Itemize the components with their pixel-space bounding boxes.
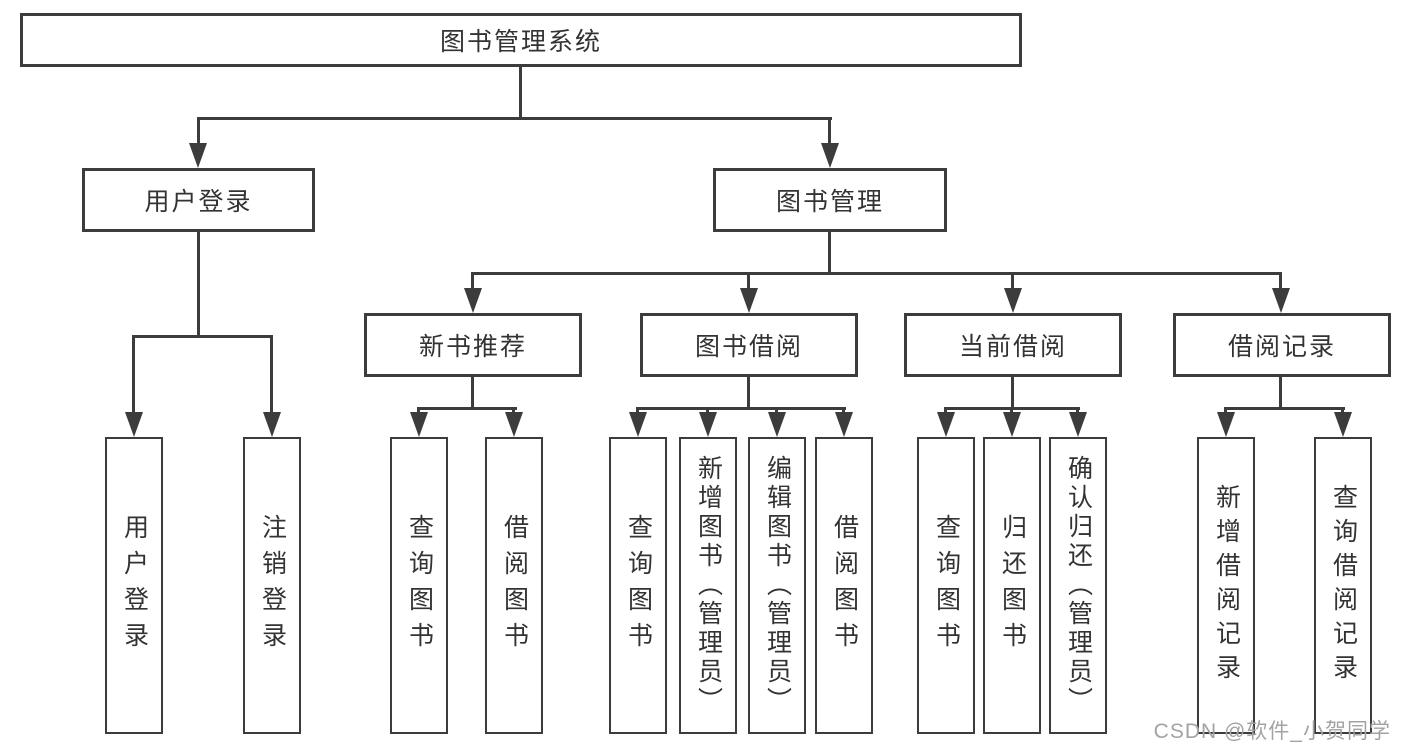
node-logout-action-label: 注销登录	[258, 513, 287, 658]
connector-line	[197, 117, 832, 120]
node-current-borrow: 当前借阅	[904, 313, 1122, 377]
arrow-down-icon	[1272, 288, 1290, 313]
node-root-label: 图书管理系统	[439, 28, 602, 56]
node-br-query-record: 查询借阅记录	[1314, 437, 1372, 734]
connector-line	[706, 407, 709, 416]
connector-line	[1011, 377, 1014, 410]
connector-line	[1341, 407, 1344, 416]
arrow-down-icon	[263, 412, 281, 437]
node-br-add-record: 新增借阅记录	[1197, 437, 1255, 734]
node-user-login-label: 用户登录	[144, 188, 253, 216]
node-cb-return-books-label: 归还图书	[998, 513, 1027, 658]
connector-line	[775, 407, 778, 416]
connector-line	[270, 335, 273, 415]
arrow-down-icon	[937, 412, 955, 437]
node-cb-query-books: 查询图书	[917, 437, 975, 734]
arrow-down-icon	[505, 412, 523, 437]
connector-line	[519, 67, 522, 119]
connector-line	[417, 407, 517, 410]
node-bb-query-books-label: 查询图书	[624, 513, 653, 658]
node-borrow-records: 借阅记录	[1173, 313, 1391, 377]
node-bb-edit-books-admin-label: 编辑图书（管理员）	[763, 455, 792, 716]
arrow-down-icon	[740, 288, 758, 313]
connector-line	[636, 407, 846, 410]
node-bb-borrow-books: 借阅图书	[815, 437, 873, 734]
node-nbr-borrow-books-label: 借阅图书	[500, 513, 529, 658]
node-new-book-recommend-label: 新书推荐	[418, 333, 527, 361]
connector-line	[197, 117, 200, 147]
connector-line	[471, 377, 474, 410]
connector-line	[471, 272, 474, 290]
arrow-down-icon	[410, 412, 428, 437]
node-bb-add-books-admin-label: 新增图书（管理员）	[694, 455, 723, 716]
node-bb-borrow-books-label: 借阅图书	[830, 513, 859, 658]
arrow-down-icon	[189, 143, 207, 168]
node-bb-query-books: 查询图书	[609, 437, 667, 734]
node-book-management-label: 图书管理	[775, 188, 884, 216]
node-bb-add-books-admin: 新增图书（管理员）	[679, 437, 737, 734]
node-cb-return-books: 归还图书	[983, 437, 1041, 734]
arrow-down-icon	[821, 143, 839, 168]
node-bb-edit-books-admin: 编辑图书（管理员）	[748, 437, 806, 734]
arrow-down-icon	[125, 412, 143, 437]
node-cb-confirm-return-admin: 确认归还（管理员）	[1049, 437, 1107, 734]
connector-line	[747, 377, 750, 410]
arrow-down-icon	[1217, 412, 1235, 437]
connector-line	[132, 335, 273, 338]
node-root: 图书管理系统	[20, 13, 1022, 67]
connector-line	[842, 407, 845, 416]
connector-line	[1010, 407, 1013, 416]
node-book-management: 图书管理	[713, 168, 947, 232]
arrow-down-icon	[1334, 412, 1352, 437]
connector-line	[636, 407, 639, 416]
arrow-down-icon	[835, 412, 853, 437]
connector-line	[197, 232, 200, 337]
node-nbr-borrow-books: 借阅图书	[485, 437, 543, 734]
node-borrow-records-label: 借阅记录	[1227, 333, 1336, 361]
node-current-borrow-label: 当前借阅	[958, 333, 1067, 361]
node-book-borrow-label: 图书借阅	[694, 333, 803, 361]
node-logout-action: 注销登录	[243, 437, 301, 734]
node-br-query-record-label: 查询借阅记录	[1329, 483, 1358, 688]
node-user-login-action-label: 用户登录	[120, 513, 149, 658]
arrow-down-icon	[1069, 412, 1087, 437]
node-new-book-recommend: 新书推荐	[364, 313, 582, 377]
connector-line	[1279, 272, 1282, 290]
connector-line	[828, 117, 831, 147]
node-br-add-record-label: 新增借阅记录	[1212, 483, 1241, 688]
connector-line	[828, 232, 831, 275]
connector-line	[1224, 407, 1227, 416]
arrow-down-icon	[1004, 288, 1022, 313]
connector-line	[944, 407, 947, 416]
connector-line	[1224, 407, 1345, 410]
connector-line	[132, 335, 135, 415]
node-user-login-action: 用户登录	[105, 437, 163, 734]
node-nbr-query-books-label: 查询图书	[405, 513, 434, 658]
node-cb-query-books-label: 查询图书	[932, 513, 961, 658]
arrow-down-icon	[629, 412, 647, 437]
watermark: CSDN @软件_小贺同学	[1153, 720, 1391, 743]
arrow-down-icon	[1003, 412, 1021, 437]
connector-line	[747, 272, 750, 290]
node-user-login: 用户登录	[82, 168, 315, 232]
arrow-down-icon	[768, 412, 786, 437]
arrow-down-icon	[464, 288, 482, 313]
node-cb-confirm-return-admin-label: 确认归还（管理员）	[1064, 455, 1093, 716]
connector-line	[1011, 272, 1014, 290]
connector-line	[1076, 407, 1079, 416]
connector-line	[512, 407, 515, 416]
node-nbr-query-books: 查询图书	[390, 437, 448, 734]
connector-line	[471, 272, 1282, 275]
node-book-borrow: 图书借阅	[640, 313, 858, 377]
connector-line	[1279, 377, 1282, 410]
arrow-down-icon	[699, 412, 717, 437]
connector-line	[417, 407, 420, 416]
